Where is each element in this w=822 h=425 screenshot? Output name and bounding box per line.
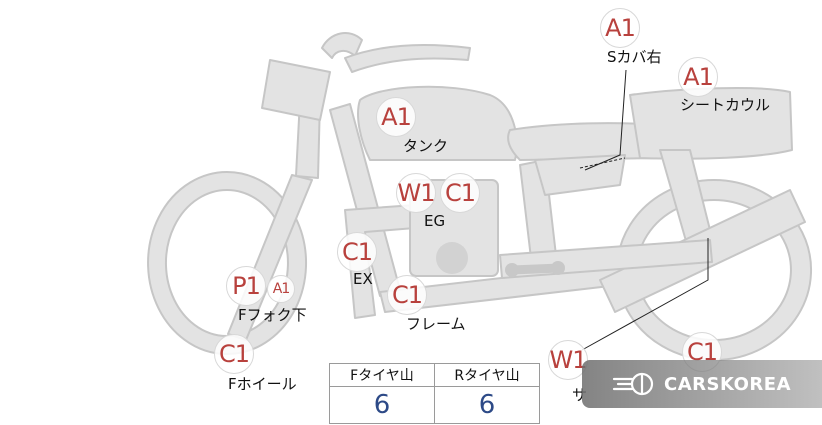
label-side-cover: Sカバ右 <box>607 48 662 66</box>
badge-fork-a: A1 <box>267 275 295 303</box>
label-engine: EG <box>424 212 446 230</box>
front-tread-header: Fタイヤ山 <box>329 363 435 387</box>
watermark-text: CARSKOREA <box>664 373 791 395</box>
leader-lines <box>579 69 709 351</box>
label-seat-cowl: シートカウル <box>680 96 771 114</box>
rear-tread-value: 6 <box>434 386 540 424</box>
carskorea-logo-icon <box>612 372 654 396</box>
rear-tread-header: Rタイヤ山 <box>434 363 540 387</box>
badge-frame: C1 <box>387 275 427 315</box>
badge-fork-p: P1 <box>226 266 266 306</box>
frame-top-tube <box>344 44 471 73</box>
badge-side-cover: A1 <box>600 8 640 48</box>
badge-rear-w: W1 <box>548 340 588 380</box>
badge-front-wheel: C1 <box>214 334 254 374</box>
label-frame: フレーム <box>406 315 466 333</box>
label-tank: タンク <box>403 137 449 155</box>
side-cover <box>534 154 626 196</box>
label-front-fork: Fフォク下 <box>238 306 307 324</box>
headlight <box>261 59 331 121</box>
front-tread-value: 6 <box>329 386 435 424</box>
label-exhaust: EX <box>353 270 373 288</box>
engine-dot <box>436 242 468 274</box>
badge-engine-w: W1 <box>396 173 436 213</box>
badge-tank: A1 <box>376 97 416 137</box>
badge-exhaust: C1 <box>337 232 377 272</box>
watermark: CARSKOREA <box>582 360 822 408</box>
label-front-wheel: Fホイール <box>228 375 297 393</box>
badge-seat-cowl: A1 <box>678 57 718 97</box>
badge-engine-c: C1 <box>440 173 480 213</box>
tire-tread-table: Fタイヤ山 Rタイヤ山 6 6 <box>329 363 540 424</box>
